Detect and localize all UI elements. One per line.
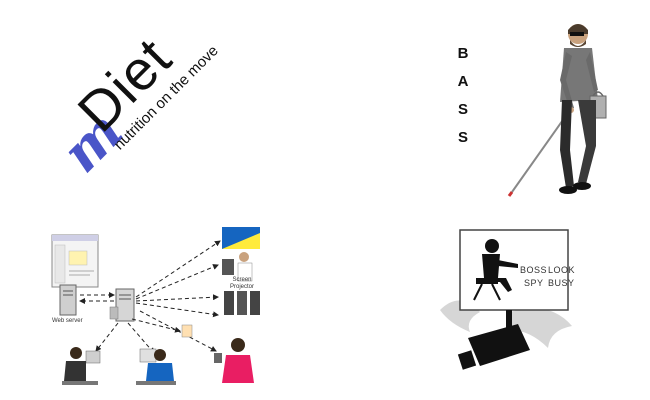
look-text: LOOK [548, 265, 576, 275]
right-wing-icon [510, 308, 572, 348]
boss-camera-illustration: BOSS LOOK SPY BUSY [420, 220, 600, 400]
web-server-icon [59, 284, 77, 316]
projection-screen-icon [222, 227, 260, 249]
bass-illustration: B A S S [440, 20, 620, 200]
bass-letter: A [457, 73, 469, 90]
projector-label: Screen Projector [230, 277, 254, 291]
bass-letters: B A S S [456, 40, 470, 152]
network-svg [51, 227, 260, 385]
security-camera-icon [457, 324, 530, 370]
screen-frame [459, 229, 569, 311]
spy-text: SPY [524, 278, 544, 288]
projector-label-line: Screen [232, 277, 252, 283]
projector-label-line: Projector [230, 284, 255, 290]
bass-letter: B [457, 45, 469, 62]
man-at-computer-icon [62, 347, 101, 385]
woman-at-computer-icon [136, 348, 176, 385]
browser-window-icon [51, 234, 99, 288]
web-server-label: Web server [52, 318, 83, 324]
sitting-person-icon [473, 239, 518, 301]
blind-man-icon [507, 24, 607, 197]
woman-with-pda-icon [214, 338, 254, 383]
mdiet-logo: m Diet nutrition on the move [30, 20, 222, 190]
tablet-icon [181, 324, 193, 338]
bass-letter: S [457, 101, 468, 118]
network-diagram: Web server Screen Projector [40, 215, 280, 390]
projector-person-icon [222, 252, 253, 282]
boss-text: BOSS [520, 265, 548, 275]
busy-text: BUSY [548, 278, 575, 288]
rack-servers-icon [224, 291, 260, 315]
bass-letter: S [457, 129, 468, 146]
boss-camera-svg [440, 229, 572, 370]
central-server-icon [109, 288, 135, 322]
mdiet-logo-rotated: m Diet nutrition on the move [40, 0, 245, 194]
